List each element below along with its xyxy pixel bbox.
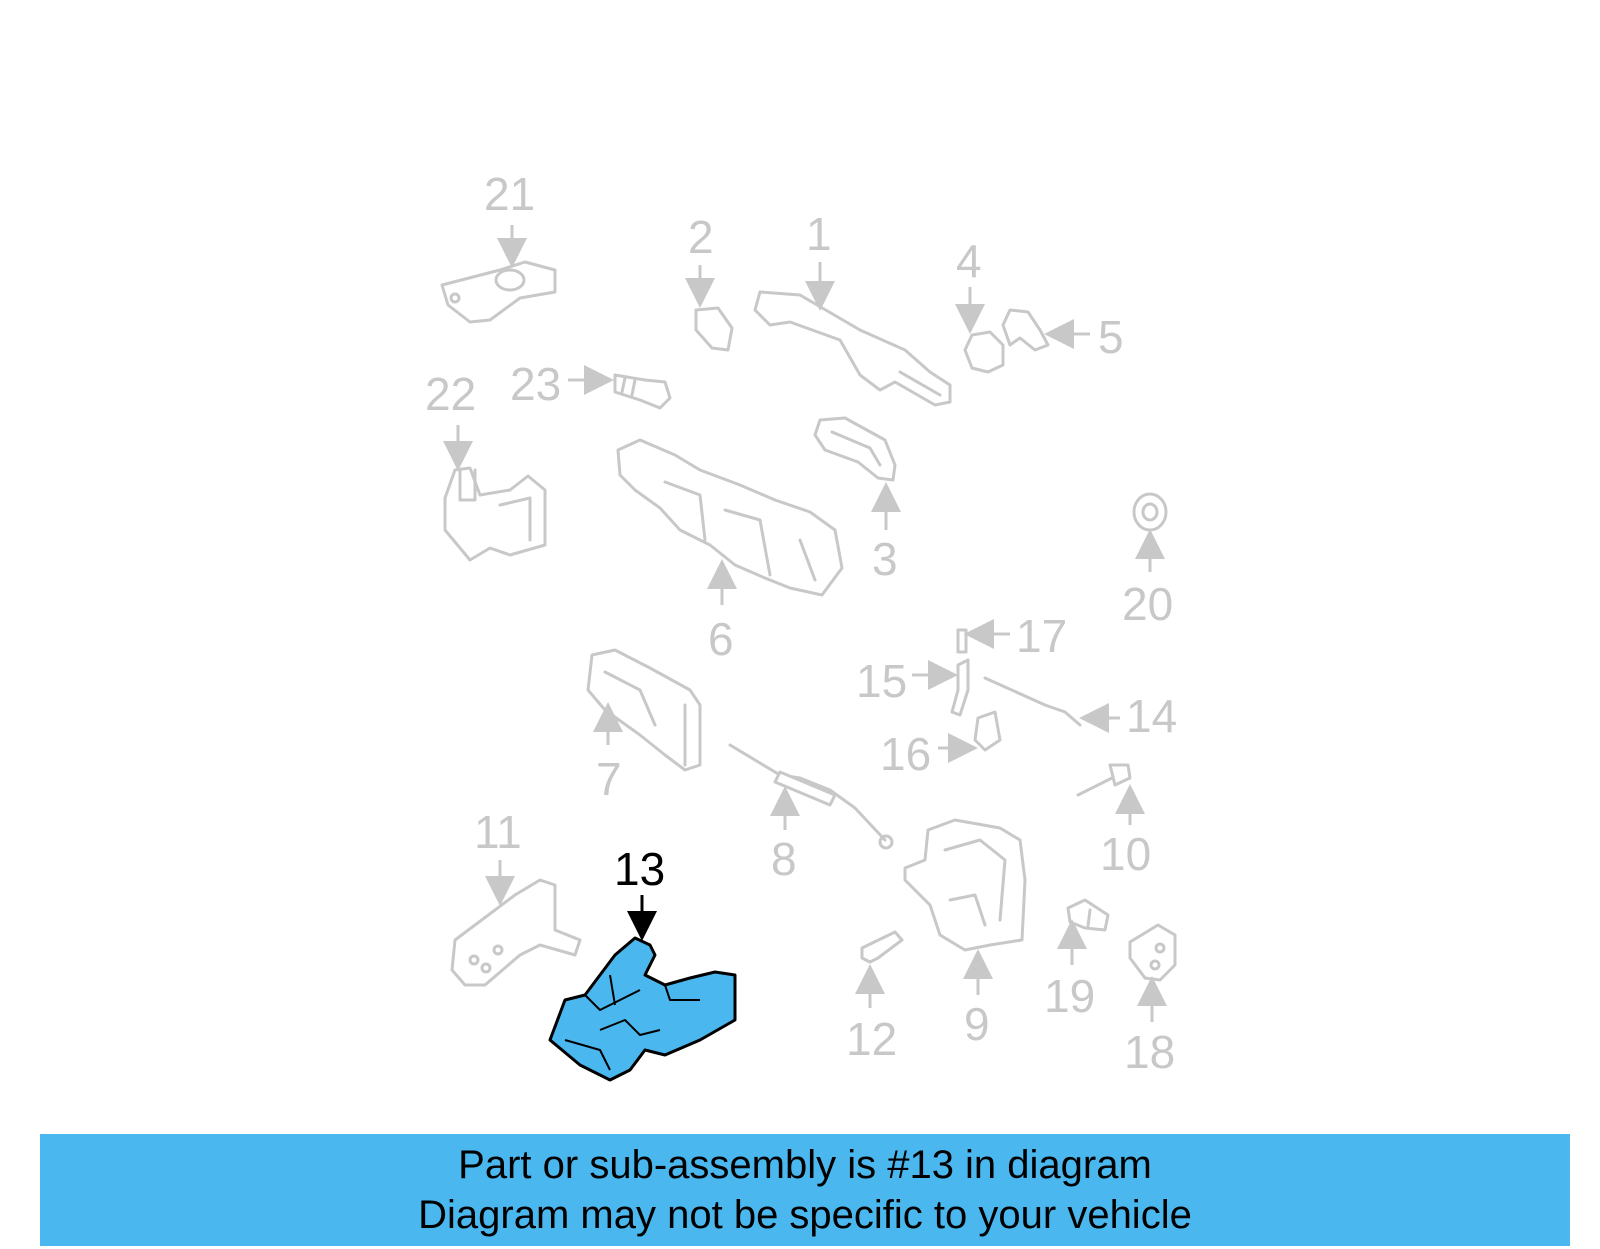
label-18: 18 (1124, 1026, 1175, 1078)
banner-line-1: Part or sub-assembly is #13 in diagram (458, 1143, 1152, 1187)
label-23: 23 (510, 358, 561, 410)
part-13[interactable]: 13 (548, 843, 737, 1082)
part-8[interactable]: 8 (728, 743, 894, 885)
part-23[interactable]: 23 (510, 358, 672, 410)
part-9[interactable]: 9 (903, 818, 1027, 1050)
part-5[interactable]: 5 (1001, 308, 1124, 363)
part-14[interactable]: 14 (983, 676, 1177, 742)
label-5: 5 (1098, 311, 1124, 363)
part-19[interactable]: 19 (1044, 898, 1110, 1022)
part-7[interactable]: 7 (586, 648, 702, 805)
part-2[interactable]: 2 (685, 211, 734, 352)
label-7: 7 (596, 753, 622, 805)
label-17: 17 (1016, 610, 1067, 662)
label-14: 14 (1126, 690, 1177, 742)
part-11[interactable]: 11 (450, 806, 582, 987)
part-12[interactable]: 12 (846, 930, 904, 1065)
label-9: 9 (964, 998, 990, 1050)
label-12: 12 (846, 1013, 897, 1065)
part-21[interactable]: 21 (440, 168, 557, 324)
part-4[interactable]: 4 (955, 235, 1005, 374)
label-19: 19 (1044, 970, 1095, 1022)
part-10[interactable]: 10 (1076, 763, 1151, 880)
part-17[interactable]: 17 (956, 610, 1067, 662)
part-18[interactable]: 18 (1124, 923, 1177, 1078)
part-15[interactable]: 15 (856, 655, 970, 717)
label-11: 11 (474, 806, 522, 858)
part-6[interactable]: 6 (616, 438, 844, 665)
label-20: 20 (1122, 578, 1173, 630)
label-8: 8 (771, 833, 797, 885)
part-16[interactable]: 16 (880, 710, 1002, 780)
label-21: 21 (484, 168, 535, 220)
label-15: 15 (856, 655, 907, 707)
part-20[interactable]: 20 (1122, 492, 1173, 630)
label-3: 3 (872, 533, 898, 585)
label-10: 10 (1100, 828, 1151, 880)
banner-line-2: Diagram may not be specific to your vehi… (418, 1193, 1192, 1237)
label-22: 22 (425, 368, 476, 420)
label-6: 6 (708, 613, 734, 665)
label-16: 16 (880, 728, 931, 780)
info-banner: Part or sub-assembly is #13 in diagram D… (40, 1134, 1570, 1246)
part-1[interactable]: 1 (753, 208, 952, 407)
label-2: 2 (688, 211, 714, 263)
label-4: 4 (956, 235, 982, 287)
label-1: 1 (806, 208, 832, 260)
part-22[interactable]: 22 (425, 368, 547, 562)
label-13: 13 (614, 843, 665, 895)
part-3[interactable]: 3 (813, 416, 901, 585)
